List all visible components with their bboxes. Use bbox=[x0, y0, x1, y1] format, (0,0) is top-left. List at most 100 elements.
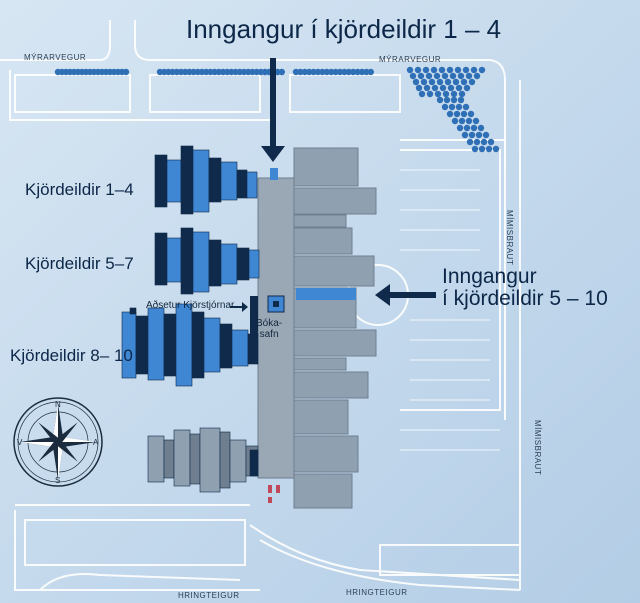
parking-dot bbox=[336, 68, 344, 76]
parking-dot bbox=[465, 117, 473, 125]
library-line-1: Bóka- bbox=[256, 318, 283, 329]
ward-block-5-7-5 bbox=[220, 243, 238, 285]
parking-dot bbox=[310, 68, 317, 76]
parking-dot bbox=[466, 138, 474, 146]
ward-block-8-10-3 bbox=[163, 313, 177, 377]
parking-dot bbox=[423, 84, 431, 92]
parking-dot bbox=[358, 68, 366, 76]
parking-dot bbox=[426, 90, 434, 98]
parking-dot bbox=[457, 72, 465, 80]
parking-dot bbox=[341, 68, 348, 76]
heading-entrance-1-4: Inngangur í kjördeildir 1 – 4 bbox=[186, 14, 502, 44]
library-core bbox=[273, 301, 279, 307]
parking-dot bbox=[449, 72, 457, 80]
parking-dot bbox=[457, 96, 465, 104]
parking-dot bbox=[461, 131, 469, 139]
parking-dot bbox=[470, 66, 478, 74]
parking-dot bbox=[363, 68, 370, 76]
parking-dot bbox=[431, 84, 439, 92]
ward-block-5-7-2 bbox=[180, 227, 194, 295]
ward-label-8-10: Kjördeildir 8– 10 bbox=[10, 346, 133, 365]
ward-block-8-10-6 bbox=[203, 317, 221, 373]
parking-dot bbox=[462, 66, 470, 74]
street-myrarvegur-west: MÝRARVEGUR bbox=[24, 53, 87, 62]
street-hringteigur-west: HRINGTEIGUR bbox=[178, 591, 240, 600]
ward-block-1-4-1 bbox=[166, 159, 182, 203]
parking-dot bbox=[471, 145, 479, 153]
parking-dot bbox=[301, 68, 308, 76]
parking-dot bbox=[422, 66, 430, 74]
south-wing-8 bbox=[249, 449, 259, 477]
parking-dot bbox=[477, 124, 485, 132]
ward-block-8-10-0 bbox=[121, 311, 137, 379]
south-wing-1 bbox=[163, 439, 175, 479]
road-network bbox=[0, 20, 521, 591]
entrance-marker-top bbox=[270, 168, 278, 180]
ward-block-5-7-1 bbox=[166, 237, 182, 283]
parking-dot bbox=[482, 131, 490, 139]
parking-dot bbox=[478, 66, 486, 74]
ward-block-1-4-6 bbox=[236, 169, 248, 199]
parking-dot bbox=[332, 68, 339, 76]
parking-dot bbox=[460, 78, 468, 86]
ward-block-5-7-6 bbox=[236, 247, 250, 281]
ward-block-1-4-5 bbox=[220, 161, 238, 201]
parking-dot bbox=[420, 78, 428, 86]
parking-dot bbox=[463, 84, 471, 92]
south-wing-6 bbox=[229, 439, 247, 483]
compass-north-label: N bbox=[55, 400, 61, 409]
parking-dot bbox=[306, 68, 313, 76]
parking-rows bbox=[400, 169, 500, 451]
parking-dot bbox=[462, 103, 470, 111]
compass-rose bbox=[13, 397, 103, 487]
parking-dot bbox=[468, 78, 476, 86]
parking-dot bbox=[455, 103, 463, 111]
parking-dot bbox=[487, 138, 495, 146]
parking-dot bbox=[292, 68, 300, 76]
street-myrarvegur-east: MÝRARVEGUR bbox=[379, 55, 442, 64]
ward-block-1-4-0 bbox=[154, 154, 168, 208]
parking-dot bbox=[442, 90, 450, 98]
ward-block-5-7-0 bbox=[154, 232, 168, 286]
south-wing-0 bbox=[147, 435, 165, 483]
parking-dot bbox=[468, 131, 476, 139]
parking-dot bbox=[451, 117, 459, 125]
parking-dot bbox=[452, 78, 460, 86]
parking-dot bbox=[443, 96, 451, 104]
parking-dot bbox=[492, 145, 500, 153]
arrow-top-entrance bbox=[261, 58, 285, 162]
parking-dot bbox=[473, 138, 481, 146]
arrow-right-entrance bbox=[375, 284, 436, 306]
parking-dot bbox=[425, 72, 433, 80]
parking-dot bbox=[323, 68, 330, 76]
parking-dot bbox=[314, 68, 322, 76]
parking-dot bbox=[485, 145, 493, 153]
parking-dot bbox=[458, 90, 466, 98]
arrow-office bbox=[230, 302, 248, 312]
library-line-2: safn bbox=[259, 329, 279, 340]
street-mimisbraut-south: MÍMISBRAUT bbox=[533, 420, 542, 476]
parking-dot bbox=[414, 66, 422, 74]
parking-dot bbox=[455, 84, 463, 92]
parking-dot bbox=[319, 68, 326, 76]
ward-block-1-4-2 bbox=[180, 145, 194, 215]
parking-dot bbox=[438, 66, 446, 74]
parking-dot bbox=[465, 72, 473, 80]
parking-dot bbox=[409, 72, 417, 80]
parking-dot bbox=[446, 66, 454, 74]
entrance-marker-right bbox=[296, 288, 356, 300]
parking-dot bbox=[122, 68, 130, 76]
parking-dot bbox=[441, 103, 449, 111]
library-label: Bóka- safn bbox=[256, 318, 282, 340]
parking-dot bbox=[278, 68, 285, 76]
reserved-parking-dots bbox=[54, 66, 500, 153]
ward-block-1-4-7 bbox=[246, 171, 258, 199]
ward-block-office-marker bbox=[129, 307, 137, 315]
ward-label-5-7: Kjördeildir 5–7 bbox=[25, 254, 134, 273]
ward-block-8-10-8 bbox=[231, 329, 249, 367]
ward-block-8-10-5 bbox=[191, 311, 205, 379]
parking-dot bbox=[458, 117, 466, 125]
parking-dot bbox=[412, 78, 420, 86]
parking-dot bbox=[406, 66, 414, 74]
